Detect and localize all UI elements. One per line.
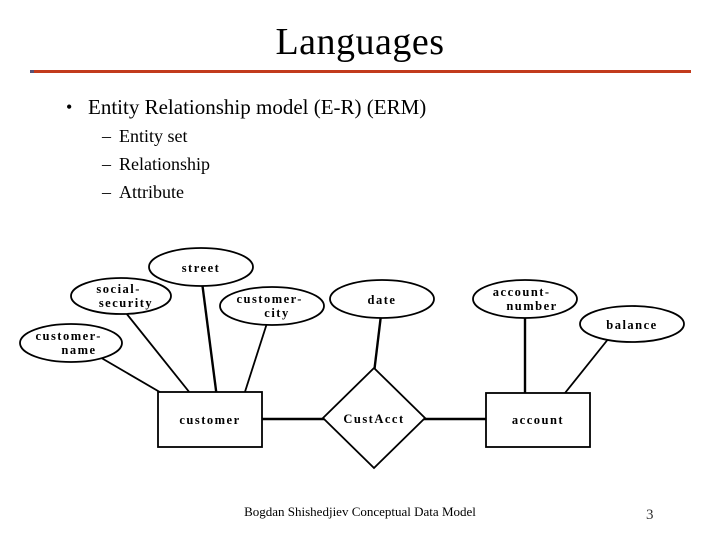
line-customer-city-to-customer: [242, 319, 269, 399]
line-date-to-custacct: [372, 314, 383, 374]
attribute-ellipse-account-number: [472, 279, 578, 319]
ellipse-label-street: street: [182, 261, 221, 275]
line-street-to-customer: [200, 281, 219, 399]
diagram-shapes: [19, 247, 685, 470]
entity-label-account: account: [512, 413, 564, 427]
sub-bullet-text: Attribute: [119, 182, 184, 202]
page-number: 3: [646, 507, 654, 523]
bullet-text: Entity Relationship model (E-R) (ERM): [88, 95, 427, 119]
sub-bullet-relationship: – Relationship: [102, 152, 210, 180]
dash-marker: –: [102, 182, 111, 202]
ellipse-label-social-security: social- security: [96, 282, 153, 310]
bullet-marker: •: [66, 97, 73, 117]
ellipse-label-account-number: account- number: [493, 285, 558, 313]
connector-lines: [97, 281, 610, 421]
slide-title: Languages: [275, 21, 445, 63]
line-balance-to-account: [560, 337, 610, 399]
attribute-ellipse-balance: [579, 305, 685, 343]
ellipse-label-balance: balance: [606, 318, 657, 332]
title-underline: [30, 70, 691, 73]
attribute-ellipse-customer-city: [219, 286, 325, 326]
attribute-ellipse-street: [148, 247, 254, 287]
sub-bullet-entity-set: – Entity set: [102, 124, 210, 152]
sub-bullet-attribute: – Attribute: [102, 180, 210, 208]
entity-label-customer: customer: [179, 413, 240, 427]
relationship-label-custacct: CustAcct: [343, 412, 404, 426]
line-social-security-to-customer: [121, 307, 195, 399]
diagram-labels: street social- security customer- city c…: [35, 261, 657, 427]
attribute-ellipse-customer-name: [19, 323, 123, 363]
entity-rect-customer: [157, 391, 263, 448]
ellipse-label-customer-name: customer- name: [35, 329, 106, 357]
line-customer-name-to-customer: [97, 355, 171, 399]
dash-marker: –: [102, 154, 111, 174]
relationship-diamond-custacct: [321, 366, 427, 470]
dash-marker: –: [102, 126, 111, 146]
sub-bullet-text: Relationship: [119, 154, 210, 174]
footer-text: Bogdan Shishedjiev Conceptual Data Model: [244, 504, 476, 519]
sub-bullet-list: – Entity set – Relationship – Attribute: [102, 124, 210, 208]
attribute-ellipse-date: [329, 279, 435, 319]
title-underline-cap: [30, 70, 34, 73]
ellipse-label-date: date: [368, 293, 397, 307]
attribute-ellipse-social-security: [70, 277, 172, 315]
bullet-item-erm: • Entity Relationship model (E-R) (ERM): [66, 95, 426, 119]
entity-rect-account: [485, 392, 591, 448]
ellipse-label-customer-city: customer- city: [236, 292, 307, 320]
sub-bullet-text: Entity set: [119, 126, 188, 146]
